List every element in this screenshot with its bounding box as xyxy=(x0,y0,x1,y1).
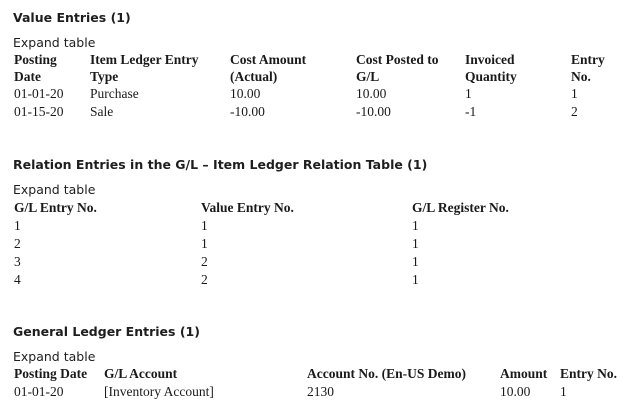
gl-entries-heading: General Ledger Entries (1) xyxy=(13,324,200,339)
table-cell: 2 xyxy=(201,253,208,269)
gl-entries-expand-link[interactable]: Expand table xyxy=(13,349,96,364)
table-cell: Sale xyxy=(90,104,114,119)
column-header: Account No. (En-US Demo) xyxy=(307,366,466,381)
column-header: G/L Register No. xyxy=(412,200,509,215)
table-cell: 10.00 xyxy=(500,383,531,399)
relation-entries-expand-link[interactable]: Expand table xyxy=(13,182,96,197)
gl-entries-section: General Ledger Entries (1) xyxy=(13,324,200,340)
table-cell: -10.00 xyxy=(230,104,265,119)
table-cell: 01-15-20 xyxy=(14,104,64,119)
table-cell: [Inventory Account] xyxy=(104,383,214,399)
column-header: Amount xyxy=(500,366,548,381)
table-row: 2 1 1 xyxy=(14,235,614,253)
column-header: Cost Amount(Actual) xyxy=(230,52,307,84)
relation-entries-table: G/L Entry No. Value Entry No. G/L Regist… xyxy=(14,200,614,289)
table-cell: 4 xyxy=(14,271,21,287)
table-cell: 1 xyxy=(412,253,419,269)
table-cell: 1 xyxy=(412,217,419,233)
table-cell: 2 xyxy=(201,271,208,287)
value-entries-expand-link[interactable]: Expand table xyxy=(13,35,96,50)
table-cell: 2 xyxy=(14,235,21,251)
table-cell: 1 xyxy=(412,271,419,287)
table-cell: 1 xyxy=(465,86,472,101)
table-row: 3 2 1 xyxy=(14,253,614,271)
table-cell: 2 xyxy=(571,104,578,119)
table-cell: Purchase xyxy=(90,86,139,101)
table-cell: -1 xyxy=(465,104,477,119)
table-cell: 1 xyxy=(412,235,419,251)
column-header: Entry No. xyxy=(560,366,617,381)
column-header: G/L Account xyxy=(104,366,178,381)
table-header-row: G/L Entry No. Value Entry No. G/L Regist… xyxy=(14,200,614,217)
relation-entries-section: Relation Entries in the G/L – Item Ledge… xyxy=(13,157,427,173)
relation-entries-heading: Relation Entries in the G/L – Item Ledge… xyxy=(13,157,428,172)
table-cell: 1 xyxy=(571,86,578,101)
table-row: 01-15-20 Sale -10.00 -10.00 -1 2 xyxy=(14,103,622,121)
table-cell: 1 xyxy=(201,217,208,233)
gl-entries-table: Posting Date G/L Account Account No. (En… xyxy=(14,366,624,401)
table-cell: 3 xyxy=(14,253,21,269)
table-header-row: Posting Date G/L Account Account No. (En… xyxy=(14,366,624,383)
table-cell: 10.00 xyxy=(356,86,387,101)
column-header: Posting Date xyxy=(14,366,88,381)
column-header: Value Entry No. xyxy=(201,200,294,215)
table-row: 01-01-20 Purchase 10.00 10.00 1 1 xyxy=(14,85,622,103)
table-cell: 2130 xyxy=(307,383,334,399)
column-header: G/L Entry No. xyxy=(14,200,97,215)
table-cell: 01-01-20 xyxy=(14,86,64,101)
table-row: 1 1 1 xyxy=(14,217,614,235)
table-cell: 1 xyxy=(560,383,567,399)
table-row: 01-01-20 [Inventory Account] 2130 10.00 … xyxy=(14,383,624,401)
table-cell: 10.00 xyxy=(230,86,261,101)
table-cell: 1 xyxy=(14,217,21,233)
table-cell: -10.00 xyxy=(356,104,391,119)
table-row: 4 2 1 xyxy=(14,271,614,289)
value-entries-section: Value Entries (1) xyxy=(13,10,131,26)
value-entries-heading: Value Entries (1) xyxy=(13,10,131,25)
table-cell: 01-01-20 xyxy=(14,383,64,399)
table-cell: 1 xyxy=(201,235,208,251)
